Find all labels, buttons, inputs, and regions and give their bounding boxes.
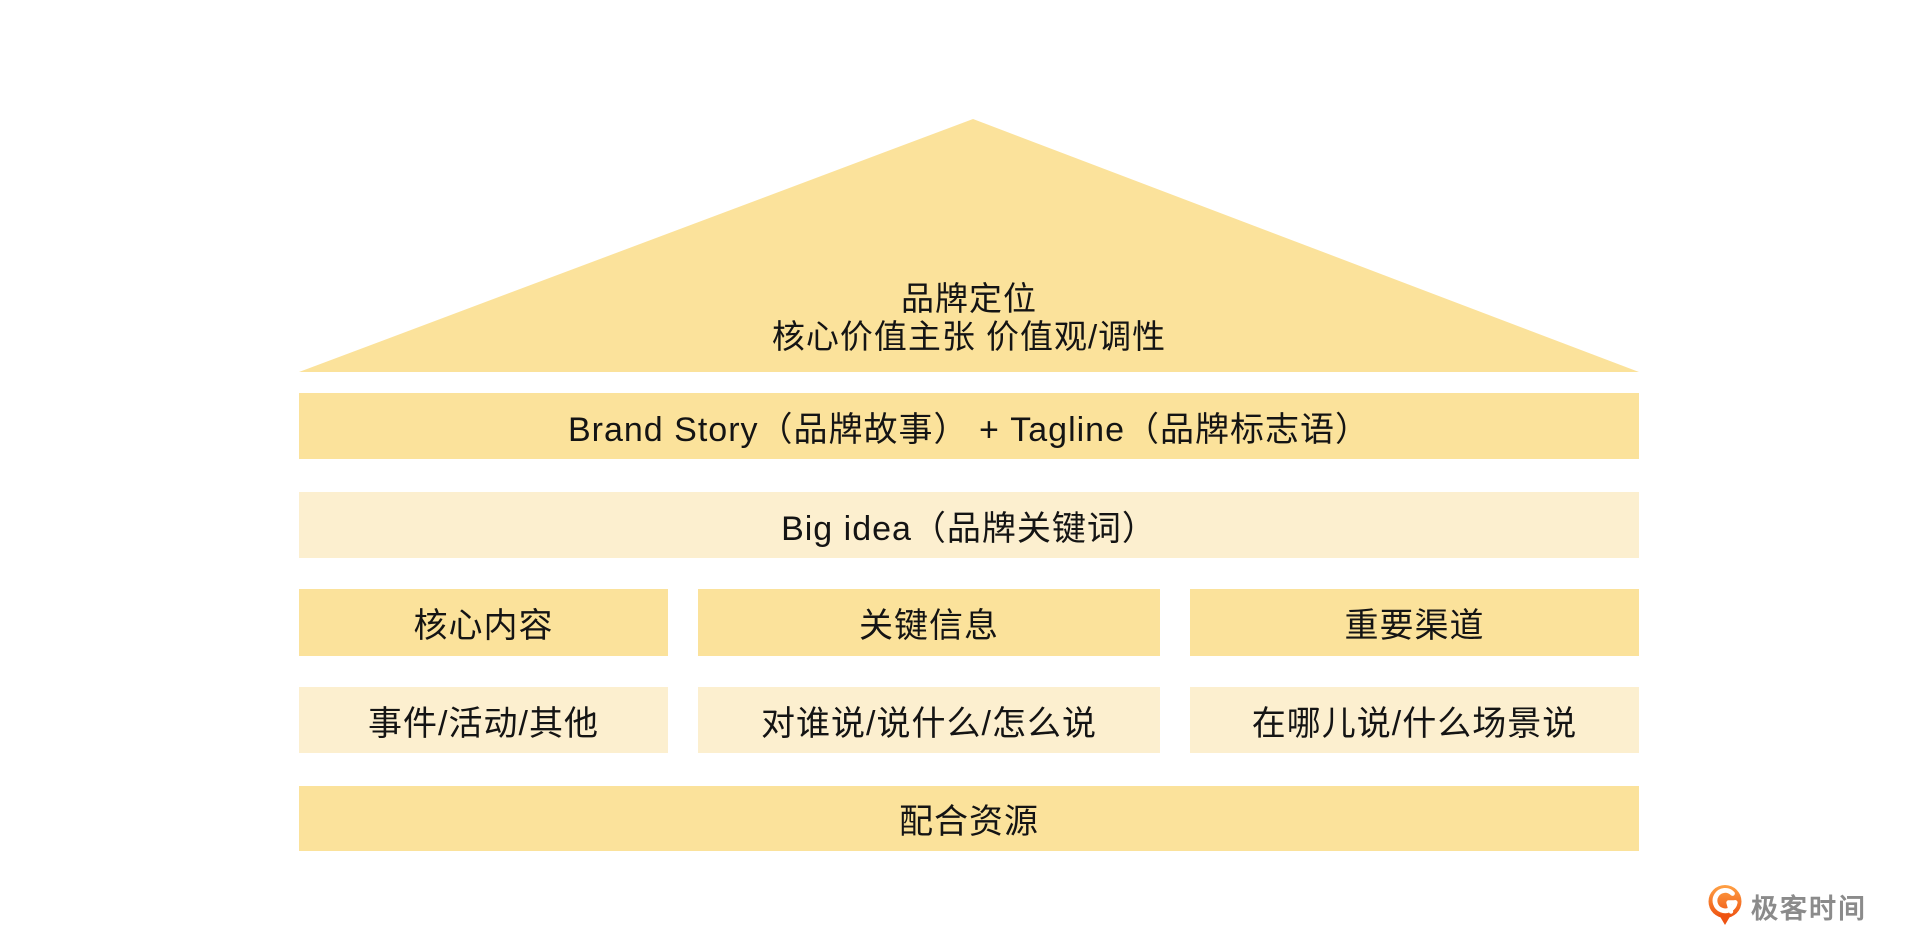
brand-story-band: Brand Story（品牌故事） + Tagline（品牌标志语）: [299, 393, 1639, 459]
pillar-where-scene: 在哪儿说/什么场景说: [1190, 687, 1639, 753]
pillar-events: 事件/活动/其他: [299, 687, 668, 753]
pillar-label: 关键信息: [859, 607, 999, 645]
brand-story-label: Brand Story（品牌故事） + Tagline（品牌标志语）: [567, 410, 1371, 449]
pillar-key-message: 关键信息: [698, 589, 1160, 656]
resources-band: 配合资源: [299, 786, 1639, 851]
geektime-watermark: 极客时间: [1706, 884, 1867, 928]
roof-triangle: 品牌定位 核心价值主张 价值观/调性: [299, 119, 1639, 372]
big-idea-band: Big idea（品牌关键词）: [299, 492, 1639, 558]
geektime-logo-text: 极客时间: [1751, 893, 1867, 924]
pillar-key-channel: 重要渠道: [1190, 589, 1639, 656]
pillar-label: 核心内容: [413, 607, 554, 645]
big-idea-label: Big idea（品牌关键词）: [781, 509, 1157, 548]
pillar-label: 在哪儿说/什么场景说: [1251, 704, 1578, 743]
pillar-label: 对谁说/说什么/怎么说: [761, 704, 1097, 743]
pillar-label: 重要渠道: [1344, 607, 1485, 645]
roof-title: 品牌定位: [901, 280, 1037, 317]
geektime-logo-icon: [1706, 884, 1744, 928]
pillar-who-what-how: 对谁说/说什么/怎么说: [698, 687, 1160, 753]
roof-subtitle: 核心价值主张 价值观/调性: [771, 318, 1167, 355]
pillar-label: 事件/活动/其他: [368, 704, 599, 743]
pillar-core-content: 核心内容: [299, 589, 668, 656]
resources-label: 配合资源: [899, 803, 1039, 841]
